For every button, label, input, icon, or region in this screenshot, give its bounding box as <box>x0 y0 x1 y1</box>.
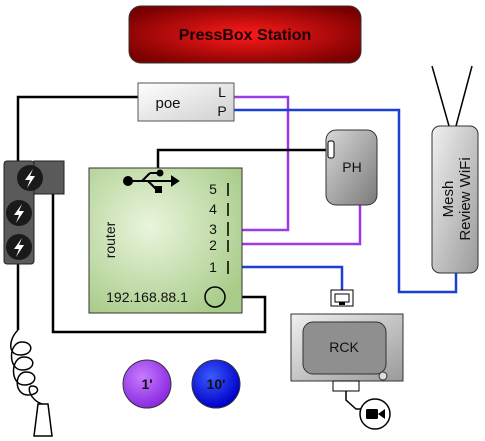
cable-poe-l-to-router-3 <box>230 95 290 232</box>
cables <box>16 95 458 334</box>
cable-poe-p-to-mesh <box>232 108 458 294</box>
router-port-1: 1 <box>209 259 217 275</box>
camera-cable <box>345 391 364 410</box>
outlet-icon <box>6 234 32 260</box>
title-banner: PressBox Station <box>128 5 362 64</box>
cable-ph-to-router-2 <box>230 205 362 246</box>
cable-legend: 1' 10' <box>122 359 241 409</box>
router-port-5: 5 <box>209 181 217 197</box>
rck-label: RCK <box>329 339 359 355</box>
router-ip: 192.168.88.1 <box>106 289 188 305</box>
coiled-cord <box>10 329 53 437</box>
legend-swatch-1ft <box>122 359 172 409</box>
cable-router-1-to-rck <box>230 265 344 290</box>
rck-device: RCK <box>290 289 404 430</box>
legend-swatch-10ft <box>191 359 241 409</box>
poe-label: poe <box>155 95 180 112</box>
ph-label: PH <box>342 159 361 175</box>
antenna-left <box>431 65 450 127</box>
poe-port-p: P <box>217 103 226 119</box>
power-strip <box>3 160 65 265</box>
mesh-wifi: Mesh Review WiFi <box>431 65 479 274</box>
camera-icon <box>359 398 391 430</box>
ph-usb-port <box>327 140 335 159</box>
page-title: PressBox Station <box>179 27 311 44</box>
mesh-label-line2: Review WiFi <box>457 157 474 240</box>
router-port-2: 2 <box>209 237 217 253</box>
legend-label-10ft: 10' <box>207 376 226 392</box>
outlet-icon <box>6 200 32 226</box>
plug-icon <box>33 403 53 437</box>
outlet-icon <box>17 165 43 191</box>
ph-device: PH <box>325 129 378 206</box>
router-port-4: 4 <box>209 201 217 217</box>
router: router 5 4 3 2 1 192.168.88.1 <box>88 167 243 314</box>
rck-connector <box>332 380 360 392</box>
ethernet-port-icon <box>330 289 354 307</box>
cable-power-to-poe <box>16 95 138 170</box>
antenna-right <box>455 65 473 127</box>
poe-port-l: L <box>218 84 226 100</box>
rck-led <box>378 371 388 381</box>
usb-icon <box>123 169 180 193</box>
legend-label-1ft: 1' <box>141 376 152 392</box>
router-port-3: 3 <box>209 221 217 237</box>
cable-usb-to-ph <box>156 148 330 168</box>
poe-injector: poe L P <box>137 82 235 122</box>
router-label: router <box>102 221 118 258</box>
mesh-label-line1: Mesh <box>440 181 457 218</box>
router-power-port <box>204 286 226 308</box>
